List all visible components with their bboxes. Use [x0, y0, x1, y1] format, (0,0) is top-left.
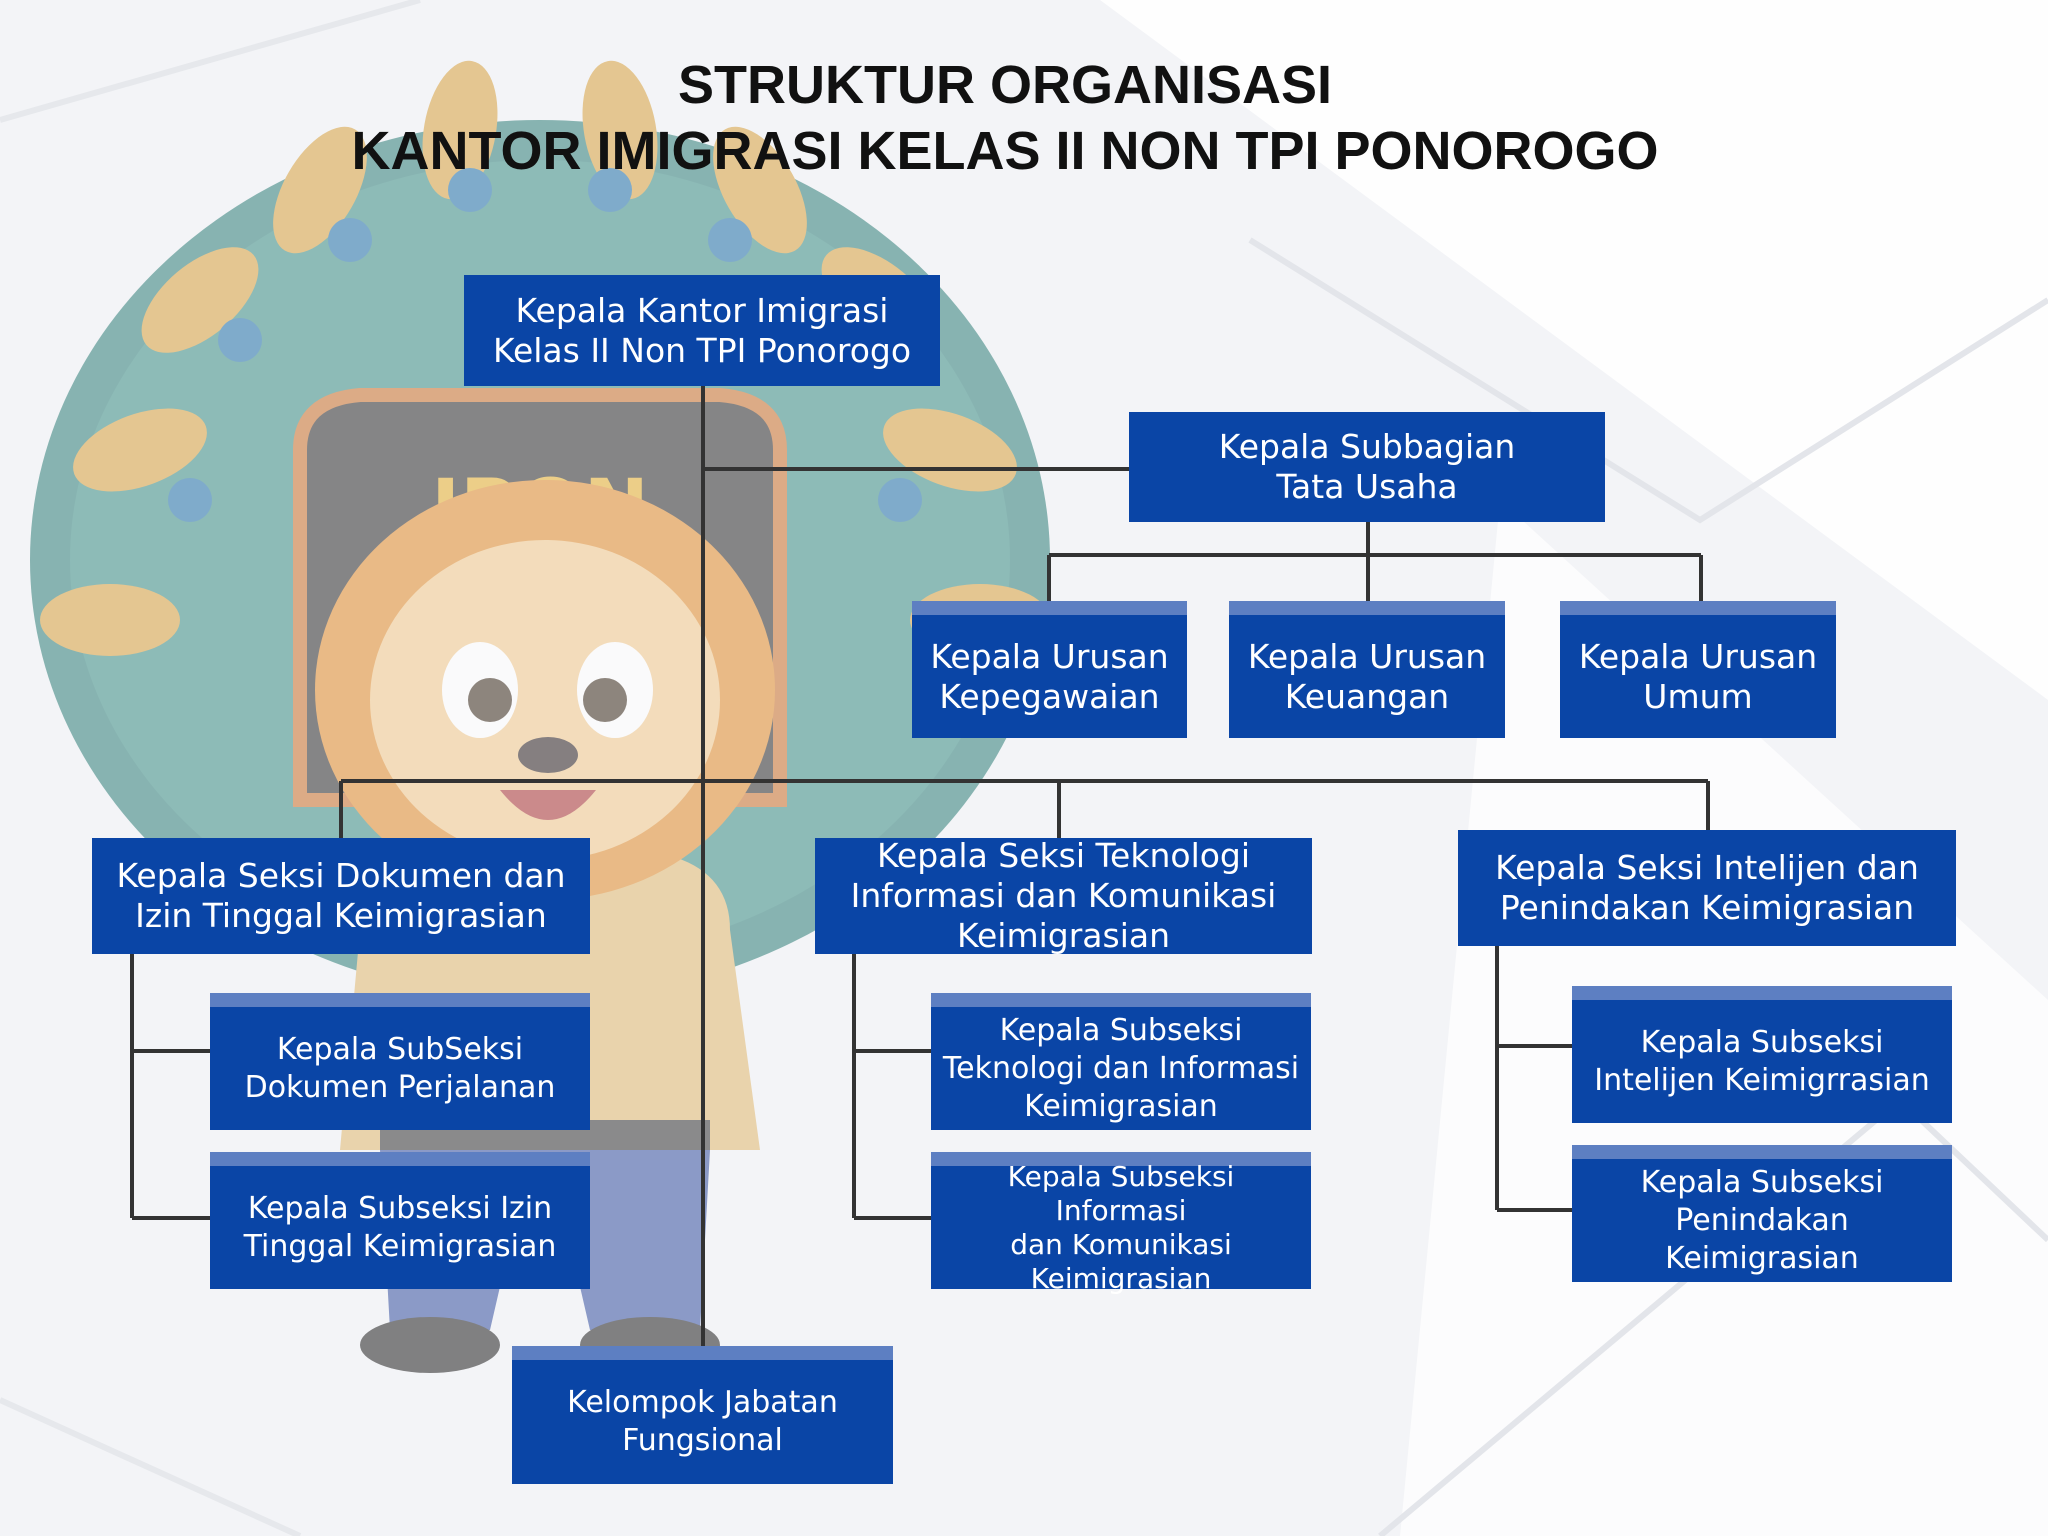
node-urusan-umum: Kepala Urusan Umum	[1560, 601, 1836, 738]
node-label: Kepala Subseksi Intelijen Keimigrrasian	[1594, 1024, 1930, 1098]
node-kelompok-jabatan-fungsional: Kelompok Jabatan Fungsional	[512, 1346, 893, 1484]
node-label: Kepala SubSeksi Dokumen Perjalanan	[244, 1031, 556, 1105]
node-label: Kepala Subseksi Penindakan Keimigrasian	[1640, 1164, 1884, 1276]
node-seksi-intelijen-penindakan: Kepala Seksi Intelijen dan Penindakan Ke…	[1458, 830, 1956, 946]
node-label: Kelompok Jabatan Fungsional	[567, 1385, 838, 1458]
node-label: Kepala Subbagian Tata Usaha	[1218, 427, 1516, 506]
node-seksi-dokumen-izin-tinggal: Kepala Seksi Dokumen dan Izin Tinggal Ke…	[92, 838, 590, 954]
mascot-eye-right	[583, 678, 627, 722]
node-label: Kepala Seksi Intelijen dan Penindakan Ke…	[1495, 848, 1919, 927]
mascot-nose	[518, 737, 578, 773]
node-label: Kepala Urusan Umum	[1578, 636, 1818, 716]
node-label: Kepala Subseksi Teknologi dan Informasi …	[942, 1012, 1300, 1124]
node-subseksi-informasi-komunikasi: Kepala Subseksi Informasi dan Komunikasi…	[931, 1152, 1311, 1295]
node-subbagian-tata-usaha: Kepala Subbagian Tata Usaha	[1129, 412, 1605, 522]
node-label: Kepala Subseksi Izin Tinggal Keimigrasia…	[243, 1190, 557, 1264]
node-label: Kepala Kantor Imigrasi Kelas II Non TPI …	[492, 290, 912, 370]
node-kepala-kantor: Kepala Kantor Imigrasi Kelas II Non TPI …	[464, 275, 940, 386]
node-urusan-keuangan: Kepala Urusan Keuangan	[1229, 601, 1505, 738]
node-subseksi-penindakan: Kepala Subseksi Penindakan Keimigrasian	[1572, 1145, 1952, 1282]
node-subseksi-izin-tinggal: Kepala Subseksi Izin Tinggal Keimigrasia…	[210, 1152, 590, 1289]
node-subseksi-intelijen: Kepala Subseksi Intelijen Keimigrrasian	[1572, 986, 1952, 1123]
chart-title-line1: STRUKTUR ORGANISASI	[677, 55, 1332, 115]
node-label: Kepala Seksi Teknologi Informasi dan Kom…	[850, 836, 1277, 955]
node-label: Kepala Seksi Dokumen dan Izin Tinggal Ke…	[116, 856, 566, 935]
node-label: Kepala Urusan Kepegawaian	[930, 636, 1169, 716]
mascot-shoe-left	[360, 1317, 500, 1373]
mascot-eye-left	[468, 678, 512, 722]
node-label: Kepala Subseksi Informasi dan Komunikasi…	[1007, 1159, 1235, 1295]
node-subseksi-teknologi-informasi: Kepala Subseksi Teknologi dan Informasi …	[931, 993, 1311, 1130]
mascot-mouth	[500, 790, 596, 820]
node-urusan-kepegawaian: Kepala Urusan Kepegawaian	[912, 601, 1187, 738]
node-label: Kepala Urusan Keuangan	[1247, 636, 1487, 716]
node-subseksi-dokumen-perjalanan: Kepala SubSeksi Dokumen Perjalanan	[210, 993, 590, 1130]
node-seksi-teknologi-informasi: Kepala Seksi Teknologi Informasi dan Kom…	[815, 836, 1312, 955]
chart-title-line2: KANTOR IMIGRASI KELAS II NON TPI PONOROG…	[351, 121, 1659, 181]
